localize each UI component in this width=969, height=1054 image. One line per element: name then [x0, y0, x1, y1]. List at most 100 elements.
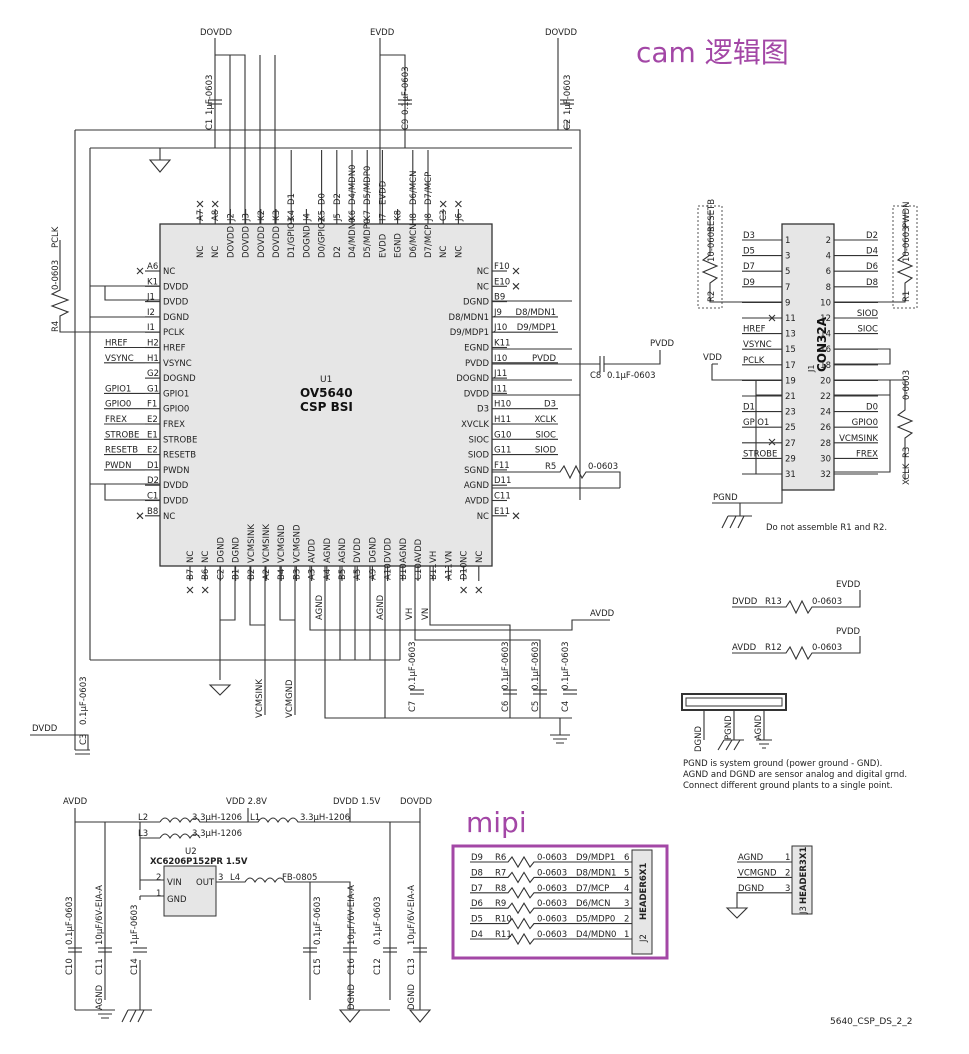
mipi-resistor-ref: R10: [495, 915, 512, 925]
u1-bottom-name: NC: [475, 551, 485, 563]
u1-right-net: SIOC: [535, 430, 556, 440]
mipi-net-left: D6: [471, 899, 483, 909]
u1-left-net: VSYNC: [105, 354, 134, 364]
mipi-resistor: [470, 886, 632, 899]
u1-top-net: D5/MDP0: [363, 166, 373, 205]
u1-right-name: D8/MDN1: [449, 313, 489, 323]
r3-net: XCLK: [902, 463, 912, 485]
u1-bottom-name: AVDD: [308, 538, 318, 563]
u1-left-ball: I1: [147, 323, 155, 333]
mipi-pin-number: 5: [624, 868, 629, 878]
u1-right-ball: C11: [494, 492, 511, 502]
u2-gnd: GND: [167, 895, 187, 905]
mipi-net-left: D5: [471, 915, 483, 925]
u1-right-ball: H11: [494, 415, 511, 425]
c6-ref: C6: [501, 701, 511, 712]
mipi-resistor: [470, 871, 632, 884]
r1-ref: R1: [902, 291, 912, 302]
u1-left-ball: K1: [147, 277, 158, 287]
u1-top-net: D1: [287, 193, 297, 205]
u1-bottom-ball: B2: [247, 569, 257, 580]
u1-left-name: DGND: [163, 313, 189, 323]
j1-ref: J1: [807, 365, 816, 373]
no-connect-mark: [768, 314, 776, 322]
u1-bottom-ball: C2: [216, 569, 226, 580]
j1-left-pin: 23: [785, 408, 796, 418]
u1-left-net: GPIO1: [105, 384, 131, 394]
c2-ref: C2: [563, 119, 573, 130]
u1-bottom-ball: A11: [444, 563, 454, 580]
u1-right-net: SIOD: [535, 446, 557, 456]
u1-right-name: SGND: [464, 466, 489, 476]
u1-top-ball: K7: [363, 210, 373, 221]
r2-net: RESETB: [707, 199, 717, 232]
j2-header-body: [631, 849, 653, 955]
r12-net1: AVDD: [732, 643, 757, 653]
u1-top-net: D4/MDN0: [348, 165, 358, 205]
mipi-resistor-value: 0-0603: [537, 930, 567, 940]
c14-ref: C14: [130, 958, 140, 975]
r4-value: 0-0603: [51, 260, 61, 290]
j1-left-net: D1: [743, 403, 755, 413]
u1-top-name: D1/GPIO3: [287, 217, 297, 258]
u1-right-net: D9/MDP1: [517, 323, 556, 333]
j1-connector-body: [781, 223, 835, 491]
j1-pgnd-label: PGND: [713, 493, 738, 503]
u1-left-net: RESETB: [105, 446, 138, 456]
agnd-label-1: AGND: [315, 594, 325, 620]
u1-left-name: DOGND: [163, 374, 196, 384]
u1-top-ball: J8: [424, 213, 434, 222]
u1-right-ball: J11: [493, 369, 507, 379]
u1-bottom-ball: A3: [308, 569, 318, 580]
r12-net2: PVDD: [836, 627, 860, 637]
u1-top-name: D5/MDP0: [363, 219, 373, 258]
no-connect-mark: [439, 200, 447, 208]
no-connect-mark: [475, 586, 483, 594]
u1-bottom-name: AGND: [338, 537, 348, 563]
j3-ground-symbol: [725, 892, 749, 919]
j1-right-pin: 6: [826, 267, 831, 277]
u1-right-ball: J9: [493, 308, 502, 318]
u1-left-name: RESETB: [163, 451, 196, 461]
u1-bottom-name: NC: [201, 551, 211, 563]
u1-left-net: FREX: [105, 415, 127, 425]
c14-value: 1μF-0603: [130, 905, 140, 945]
u1-left-ball: D2: [147, 476, 159, 486]
u1-left-ball: J1: [146, 293, 155, 303]
r4-net: PCLK: [51, 226, 61, 248]
u1-top-name: NC: [211, 246, 221, 258]
u1-left-ball: D1: [147, 461, 159, 471]
mipi-resistor-ref: R9: [495, 899, 506, 909]
u1-top-ball: I8: [409, 213, 419, 221]
u1-left-net: PWDN: [105, 461, 131, 471]
u1-left-ball: E2: [147, 415, 158, 425]
u1-top-ball: I7: [378, 213, 388, 221]
c3-capacitor: DVDD C3 0.1μF-0603: [30, 676, 90, 755]
u1-bottom-ball: B11: [429, 563, 439, 580]
no-connect-mark: [460, 586, 467, 594]
ground-note-3: Connect different ground plants to a sin…: [683, 781, 893, 791]
u1-right-name: D3: [477, 405, 489, 415]
j3-header-body: [791, 845, 813, 915]
page-title: cam 逻辑图: [636, 36, 789, 69]
evdd-top-label: EVDD: [370, 28, 395, 38]
u1-right-name: NC: [477, 282, 489, 292]
r13-value: 0-0603: [812, 597, 842, 607]
mipi-net-left: D8: [471, 868, 483, 878]
c4-value: 0.1μF-0603: [561, 641, 571, 690]
u1-left-ball: C1: [147, 492, 158, 502]
j2-name: HEADER6X1: [639, 863, 649, 920]
u1-top-name: NC: [454, 246, 464, 258]
j1-left-pin: 21: [785, 392, 796, 402]
u1-top-ball: C3: [439, 210, 449, 221]
j1-left-net: D3: [743, 231, 755, 241]
u1-right-ball: E10: [494, 277, 510, 287]
u1-left-ball: A6: [147, 262, 158, 272]
u1-bottom-ball: B7: [186, 569, 196, 580]
u1-bottom-name: DVDD: [353, 537, 363, 563]
u1-top-net: D6/MCN: [409, 171, 419, 205]
j1-left-net: HREF: [743, 325, 766, 335]
r4-ref: R4: [51, 321, 61, 332]
r13-net2: EVDD: [836, 580, 861, 590]
j1-left-net: PCLK: [743, 356, 765, 366]
